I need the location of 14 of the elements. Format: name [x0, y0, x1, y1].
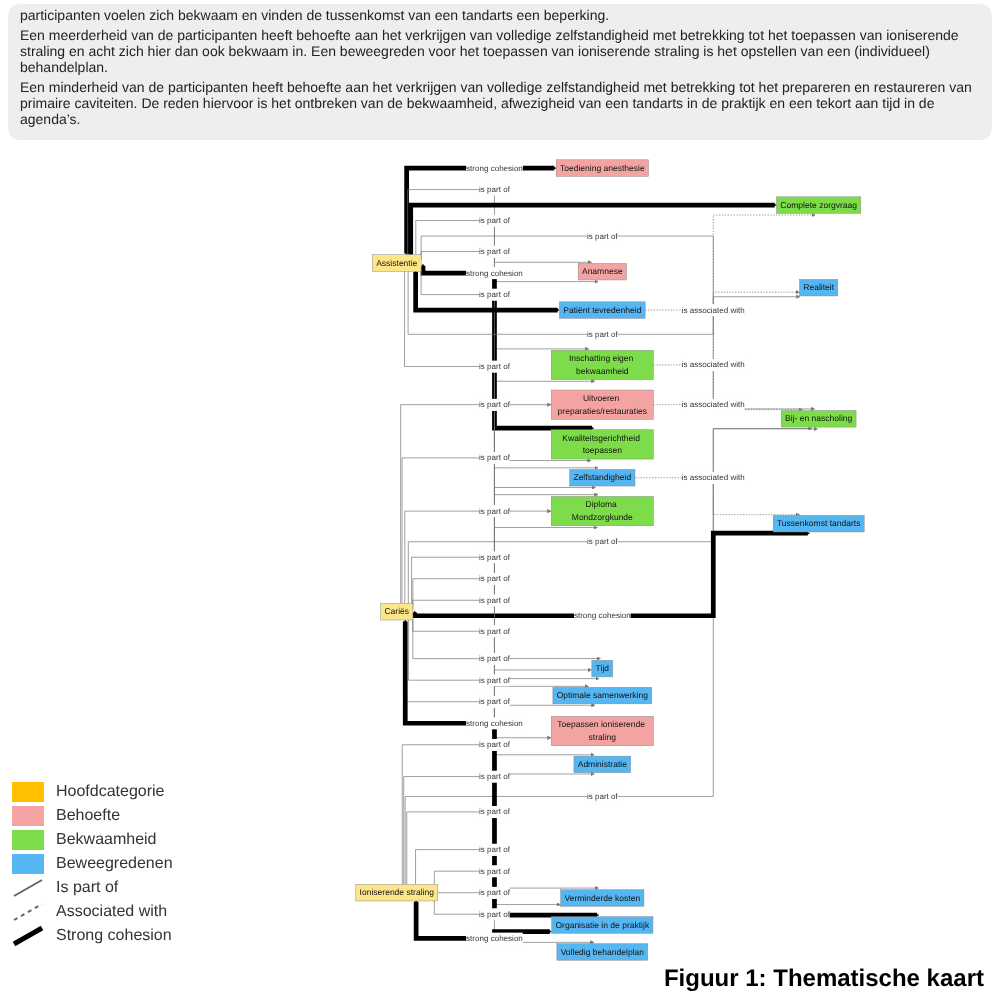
- arrow: [408, 202, 777, 255]
- arrow: [420, 263, 595, 431]
- legend-label: Bekwaamheid: [56, 830, 157, 848]
- legend-label: Associated with: [56, 902, 168, 920]
- arrow: [404, 165, 557, 256]
- legend-label: Beweegredenen: [56, 854, 173, 872]
- legend-label: Behoefte: [56, 806, 121, 824]
- arrow: [413, 270, 560, 313]
- legend-label: Is part of: [56, 878, 119, 896]
- arrow: [412, 530, 810, 619]
- legend-label: Strong cohesion: [56, 926, 172, 944]
- arrow: [413, 899, 552, 941]
- figure-caption: Figuur 1: Thematische kaart: [663, 964, 984, 992]
- legend-label: Hoofdcategorie: [56, 782, 165, 800]
